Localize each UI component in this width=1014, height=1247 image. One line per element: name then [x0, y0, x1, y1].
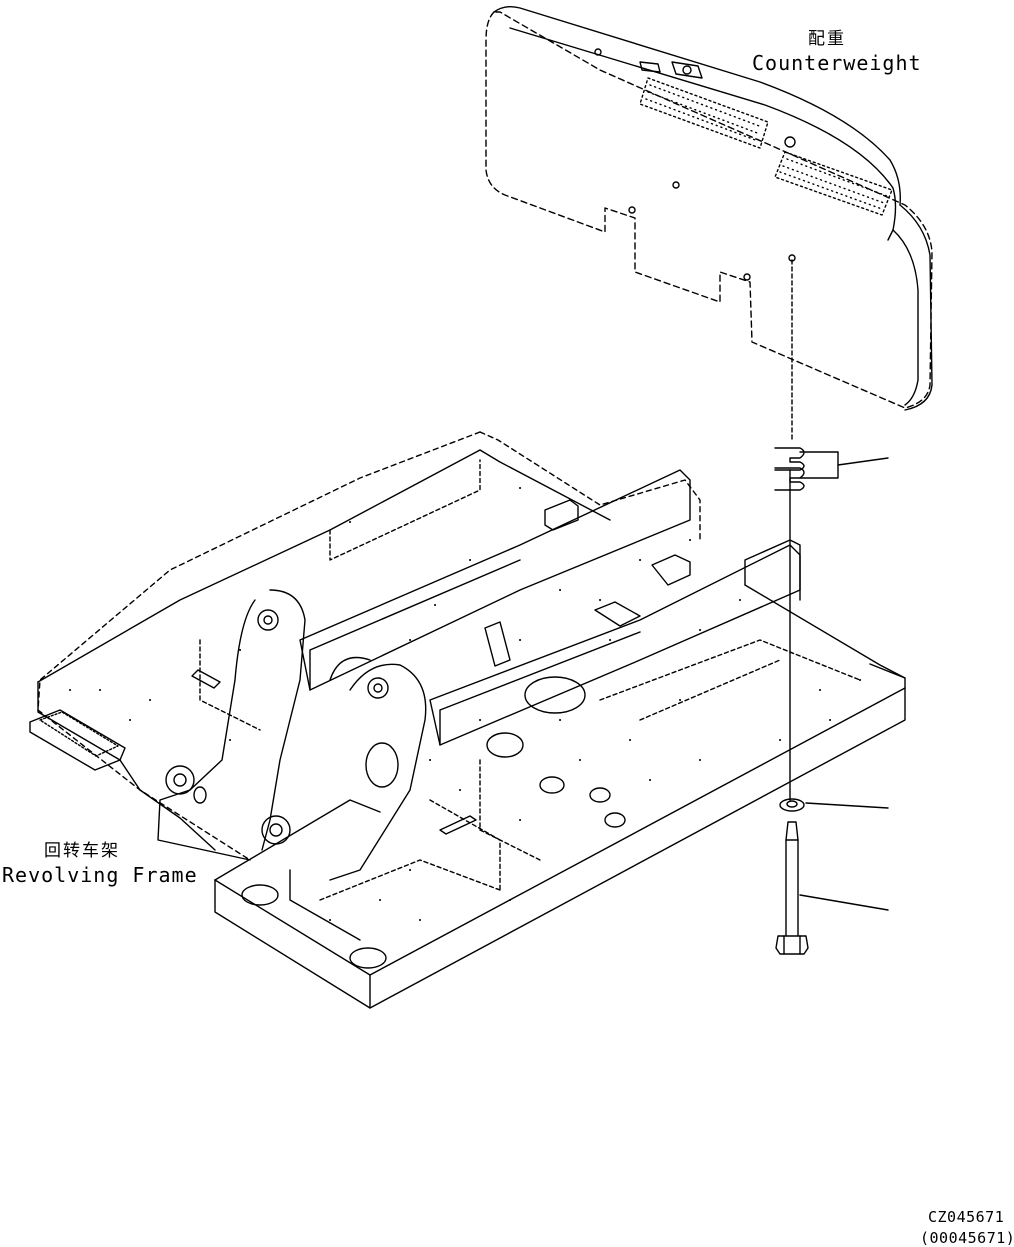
- bolt-leader-line: [799, 894, 889, 911]
- counterweight-drawing: [485, 5, 933, 411]
- washer-leader-line: [805, 802, 889, 809]
- shim-leader-line: [837, 457, 889, 466]
- revolving-frame-label-cn: 回转车架: [44, 841, 120, 861]
- counterweight-label: Counterweight: [752, 51, 922, 75]
- washer-part: [779, 798, 889, 812]
- figure-code-alt: (00045671): [920, 1229, 1014, 1247]
- shim-parts: [774, 447, 889, 491]
- bolt-part: [775, 821, 889, 955]
- revolving-frame-label: Revolving Frame: [2, 863, 198, 887]
- figure-code: CZ045671: [928, 1208, 1005, 1226]
- counterweight-label-cn: 配重: [808, 29, 846, 49]
- revolving-frame-drawing: [29, 431, 906, 1009]
